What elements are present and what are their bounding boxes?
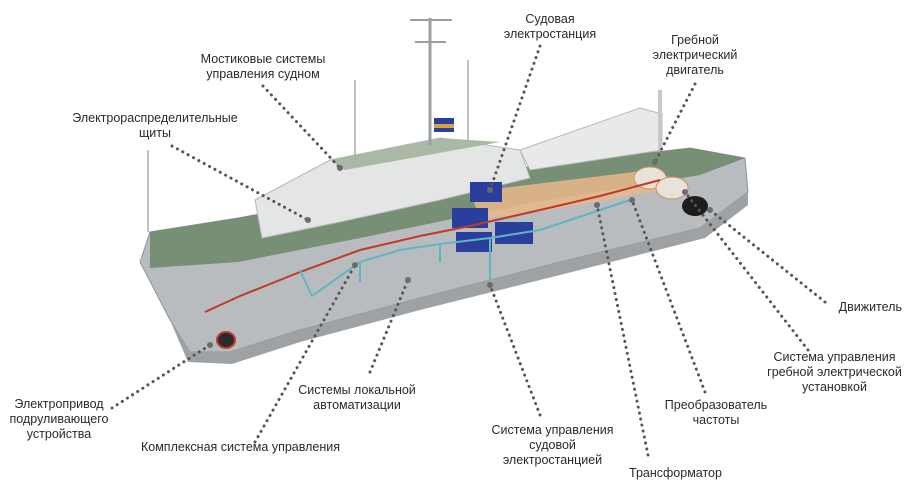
leader-transformer <box>595 203 650 457</box>
label-power-plant-control: Система управления судовой электростанци… <box>491 423 614 467</box>
label-propulsor: Движитель <box>838 300 902 314</box>
label-integrated-control: Комплексная система управления <box>140 440 340 454</box>
label-propulsion-control: Система управления гребной электрической… <box>767 350 902 394</box>
leader-integrated-control <box>253 263 357 444</box>
leader-frequency-converter <box>630 198 707 394</box>
label-switchboards: Электрораспределительные щиты <box>72 111 238 140</box>
propulsion-motor-2 <box>655 176 689 200</box>
cable-red <box>204 179 661 313</box>
generator-1 <box>470 182 502 202</box>
leader-lines <box>110 44 827 457</box>
leader-switchboards <box>170 144 310 222</box>
leader-thruster-drive <box>110 343 212 410</box>
label-local-automation: Системы локальной автоматизации <box>298 383 416 412</box>
label-propulsion-motor: Гребной электрический двигатель <box>652 33 738 77</box>
leader-propulsion-motor <box>653 82 697 164</box>
label-thruster-drive: Электропривод подруливающего устройства <box>9 397 109 441</box>
leader-power-plant-control <box>488 283 542 417</box>
leader-bridge-systems <box>261 84 342 170</box>
leader-propulsion-control <box>683 190 810 352</box>
label-frequency-converter: Преобразователь частоты <box>664 398 768 427</box>
leader-propulsor <box>708 208 827 304</box>
leader-local-automation <box>368 278 410 374</box>
generator-4 <box>495 222 533 244</box>
label-bridge-systems: Мостиковые системы управления судном <box>200 52 326 81</box>
label-transformer: Трансформатор <box>629 466 722 480</box>
label-power-plant: Судовая электростанция <box>503 12 597 41</box>
bridge-top <box>330 138 500 170</box>
leader-power-plant <box>488 44 542 192</box>
bow-thruster <box>216 331 236 349</box>
generator-3 <box>456 232 492 252</box>
